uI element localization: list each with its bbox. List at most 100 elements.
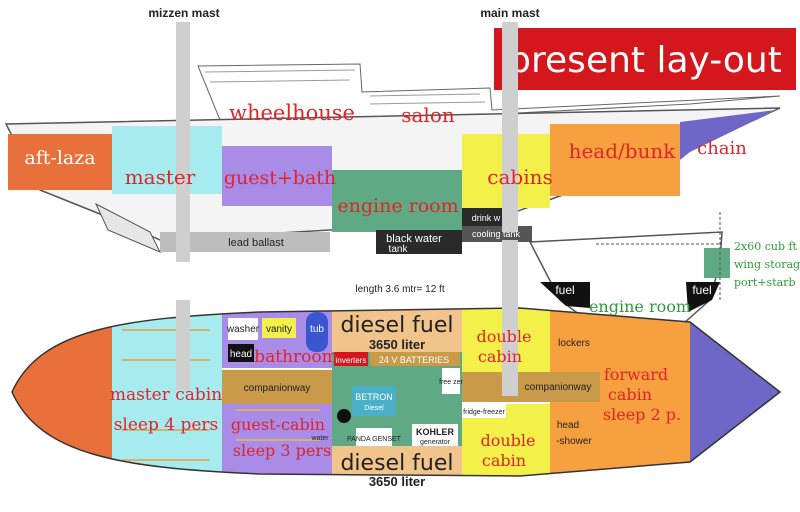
section-engine-room-label: engine room [589,297,691,316]
main-mast [502,22,518,232]
plan-washer [228,318,258,340]
plan-companionway-right [462,372,600,402]
double-cabin-bottom-label-2: cabin [482,451,526,470]
forward-cabin-label-2: cabin [608,385,652,404]
master-cabin-label: master cabin [110,385,222,405]
aft-laza-zone [8,134,112,190]
forward-cabin-label: forward [604,365,668,384]
cross-section-view: fuel fuel engine room 2x60 cub ft wing s… [528,212,800,362]
washer-label: washer [226,324,260,335]
master-zone [112,126,222,194]
betron-label: BETRON [355,392,393,402]
cooling-tank-label: cooling tank [472,229,521,239]
diesel-top-label: diesel fuel [340,313,453,338]
drink-water-zone [462,208,510,226]
companionway-right-label: companionway [525,382,592,393]
panda-label: PANDA GENSET [347,436,402,443]
guest-bath-label: guest+bath [224,167,336,189]
fuel-tank-right [686,282,720,312]
fuel-tank-left [540,282,590,308]
lead-ballast-zone [160,232,330,252]
chain-label: chain [697,138,747,159]
plan-freezer [442,368,460,394]
guest-cabin-label: guest-cabin [231,415,325,434]
mizzen-mast-plan [176,300,190,390]
engine-room-zone [332,170,462,232]
companionway-left-label: companionway [244,383,311,394]
bathroom-label: bathroom [254,347,338,367]
wing-storage-note-3: port+starb [734,276,795,289]
guest-cabin-sleep-label: sleep 3 pers [233,441,331,460]
head-bunk-zone [550,124,680,196]
plan-batteries [370,352,460,366]
wing-storage [704,248,730,278]
engine-room-label: engine room [337,195,458,217]
title-banner [494,28,796,90]
head-bunk-label: head/bunk [569,139,677,163]
aft-laza-label: aft-laza [24,147,95,169]
title-text: present lay-out [508,40,782,81]
diesel-top-volume-label: 3650 liter [369,337,425,352]
freezer-label: free zer [439,379,463,386]
plan-forward-cabin [600,308,690,476]
chain-zone [680,110,776,160]
batteries-label: 24 V BATTERIES [379,355,449,365]
plan-companionway-left [222,370,332,404]
plan-vanity [262,318,296,338]
double-cabin-top-label: double [476,327,531,346]
plan-engine-cap [337,409,351,423]
wing-storage-note-1: 2x60 cub ft [734,240,798,253]
diesel-bottom-volume-label: 3650 liter [369,474,425,489]
head-shower-label-2: -shower [556,436,592,447]
betron-sub-label: Diesel [364,405,384,412]
fuel-right-label: fuel [692,283,711,297]
main-mast-plan [502,240,518,396]
black-water-zone [376,230,462,254]
plan-bow [690,308,780,476]
double-cabin-bottom-label: double [480,431,535,450]
plan-panda [356,428,392,446]
lockers-label: lockers [558,338,590,349]
plan-kohler [412,424,458,446]
black-water-tank-label: tank [389,244,409,255]
plan-head-shower [550,402,600,476]
guest-bath-zone [222,146,332,206]
plan-inverters [334,352,368,366]
length-label: length 3.6 mtr= 12 ft [355,284,444,295]
plan-lockers [550,308,600,372]
fuel-left-label: fuel [555,283,574,297]
kohler-sub-label: generator [420,439,451,446]
master-cabin-sleep-label: sleep 4 pers [114,415,219,435]
diesel-bottom-label: diesel fuel [340,451,453,476]
mizzen-mast-label: mizzen mast [148,6,219,20]
wing-storage-note-2: wing storage [734,258,800,271]
head-shower-label: head [557,420,579,431]
drink-water-label: drink w [472,213,501,223]
double-cabin-top-label-2: cabin [478,347,522,366]
water-label: water [310,435,329,442]
plan-diesel-bottom [332,446,462,476]
inverters-label: inverters [336,356,367,365]
mizzen-mast [176,22,190,262]
forward-cabin-sleep-label: sleep 2 p. [603,405,681,424]
plan-fridge [462,404,506,418]
head-label: head [230,349,252,360]
plan-betron [352,386,396,416]
plan-diesel-top [332,308,462,352]
black-water-label: black water [386,233,442,245]
plan-hull-outline [11,307,782,477]
vanity-label: vanity [266,324,292,335]
plan-tub [306,312,328,352]
plan-aft-zone [12,308,112,476]
wheelhouse-label: wheelhouse [229,101,355,125]
master-label: master [125,165,196,189]
main-mast-label: main mast [480,6,539,20]
tub-label: tub [310,324,324,335]
cabins-label: cabins [487,165,552,189]
plan-master-cabin [112,308,222,476]
kohler-label: KOHLER [416,427,455,437]
profile-view: aft-laza master wheelhouse guest+bath sa… [4,22,781,295]
superstructure-detail [204,69,486,105]
salon-label: salon [401,103,455,127]
